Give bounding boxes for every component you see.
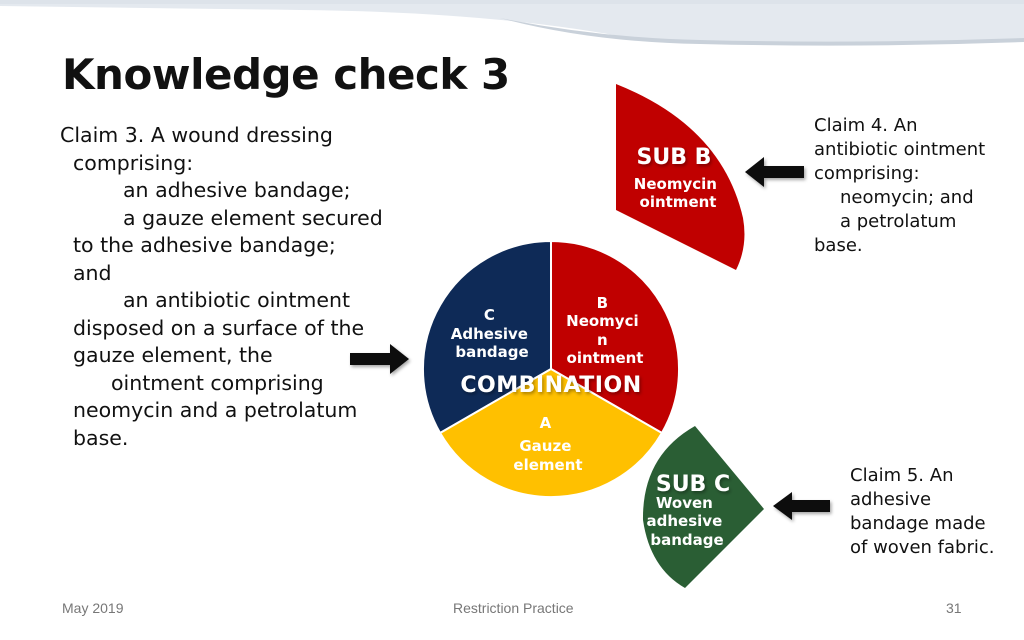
page-title: Knowledge check 3 [62, 50, 510, 99]
claim-4-text: Claim 4. An antibiotic ointment comprisi… [814, 114, 985, 258]
claim-line: Claim 5. An [850, 465, 954, 486]
claim-line: comprising: [814, 163, 920, 184]
claim-line: of woven fabric. [850, 537, 995, 558]
claim-line: antibiotic ointment [814, 139, 986, 160]
claim-5-text: Claim 5. An adhesive bandage made of wov… [850, 464, 994, 560]
segment-b-neomycin-ointment [550, 239, 681, 435]
footer-title: Restriction Practice [453, 600, 574, 616]
sub-b-description: Neomycin ointment [634, 175, 722, 211]
claim-line: to the adhesive bandage; [73, 233, 336, 257]
sub-c-title: SUB C [656, 472, 730, 497]
segment-b-label: B Neomyci n ointment [566, 294, 644, 367]
claim-line: base. [73, 425, 129, 450]
segment-c-adhesive-bandage [421, 239, 552, 435]
arrow-left-icon [745, 157, 804, 187]
claim-line: bandage made [850, 513, 986, 534]
claim-line: neomycin; and [840, 187, 974, 208]
claim-line: an antibiotic ointment [123, 288, 351, 312]
sub-c-description: Woven adhesive bandage [647, 494, 728, 549]
claim-line: gauze element, the [73, 343, 273, 367]
arrow-left-icon [773, 492, 830, 520]
claim-line: Claim 3. A wound dressing [60, 123, 333, 147]
header-decoration [0, 0, 1024, 46]
claim-line: neomycin and a petrolatum [73, 398, 358, 422]
claim-line: and [73, 260, 112, 285]
claim-line: adhesive [850, 489, 932, 510]
claim-line: disposed on a surface of the [73, 315, 365, 340]
claim-line: ointment comprising [111, 370, 324, 395]
arrow-right-icon [350, 344, 409, 374]
claim-line: comprising: [73, 150, 194, 175]
combination-label: COMBINATION [460, 373, 641, 398]
sub-b-wedge [616, 84, 745, 270]
claim-line: a gauze element secured [123, 205, 383, 230]
segment-a-label: A Gauze element [513, 414, 582, 474]
page-number: 31 [946, 600, 962, 616]
segment-a-gauze-element [438, 367, 664, 499]
footer-date: May 2019 [62, 600, 124, 616]
claim-line: an adhesive bandage; [123, 178, 351, 202]
segment-c-label: C Adhesive bandage [451, 306, 533, 361]
sub-b-title: SUB B [637, 145, 712, 170]
claim-3-text: Claim 3. A wound dressing comprising: an… [60, 122, 400, 452]
claim-line: base. [814, 235, 863, 256]
claim-line: a petrolatum [840, 211, 957, 232]
claim-line: Claim 4. An [814, 115, 918, 136]
sub-c-wedge [642, 426, 764, 588]
